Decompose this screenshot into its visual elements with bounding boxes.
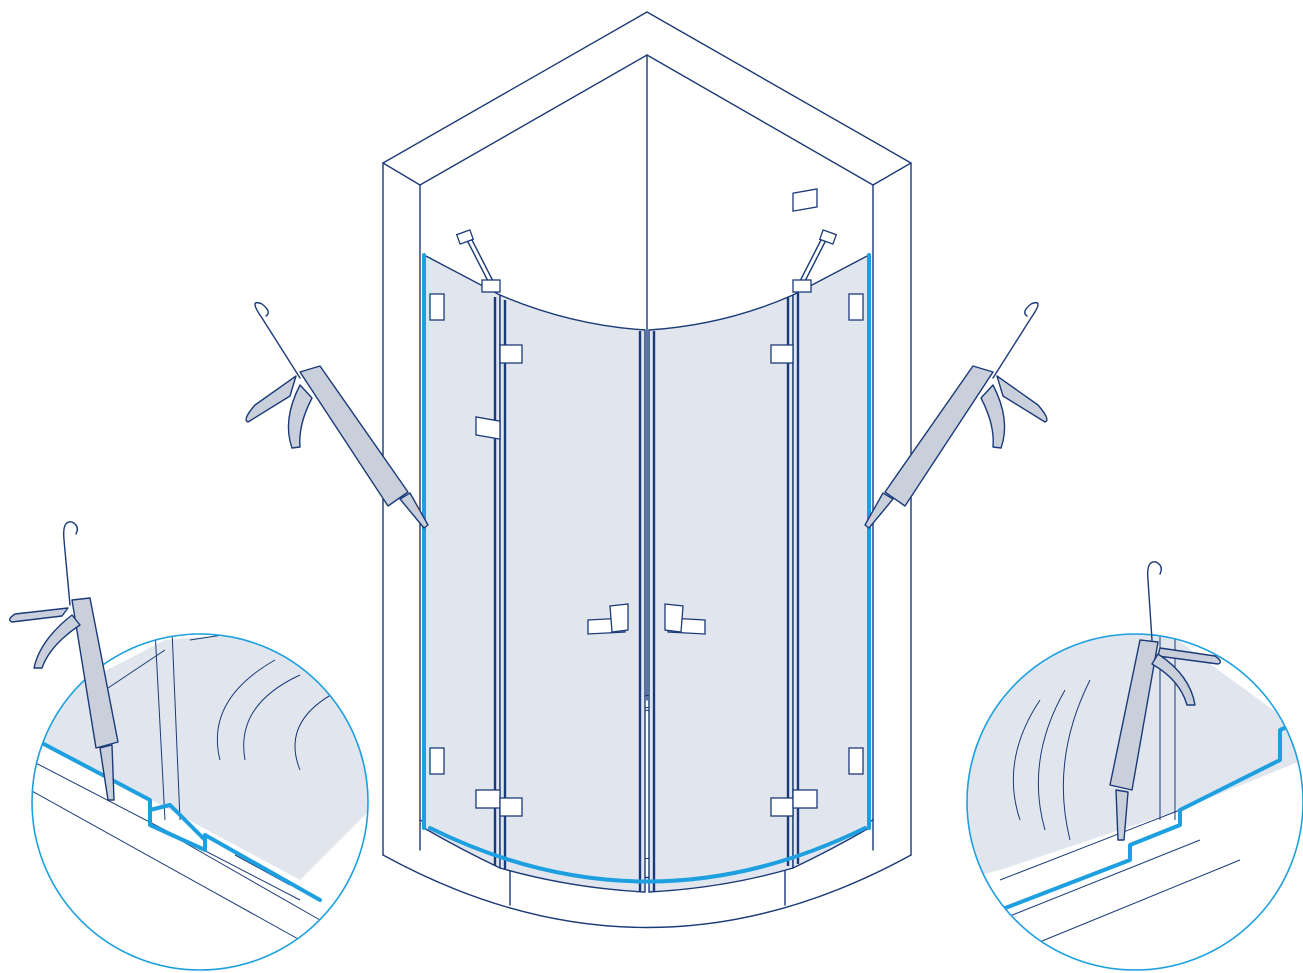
detail-view-right <box>966 561 1303 971</box>
right-fixed-panel <box>792 253 870 870</box>
stabilizer-bar-right <box>792 229 838 293</box>
detail-circle-right-outline <box>966 633 1303 971</box>
hardware <box>429 188 864 817</box>
hinge-bottom-right <box>770 789 818 817</box>
left-fixed-panel <box>423 253 501 870</box>
left-door-panel <box>499 293 646 893</box>
handle-right <box>664 603 706 635</box>
wall-bracket-bottom-right <box>848 747 864 775</box>
caulking-gun-left <box>245 301 429 529</box>
detail-circle-left-outline <box>31 633 369 971</box>
caulking-gun-detail-right <box>1109 561 1222 841</box>
hinge-top-left <box>475 344 523 440</box>
wall-bracket-top-left <box>429 293 445 321</box>
wall-corner <box>382 11 912 856</box>
wall-bracket-bottom-left <box>429 747 445 775</box>
stabilizer-bar-left <box>455 229 501 293</box>
hinge-bottom-left <box>475 789 523 817</box>
hinge-top-right <box>770 188 818 364</box>
glass-enclosure <box>422 253 871 893</box>
caulking-gun-detail-left <box>8 521 119 801</box>
wall-bracket-top-right <box>848 293 864 321</box>
caulking-gun-right <box>864 301 1048 529</box>
handle-left <box>587 603 629 635</box>
detail-view-left <box>8 521 369 971</box>
